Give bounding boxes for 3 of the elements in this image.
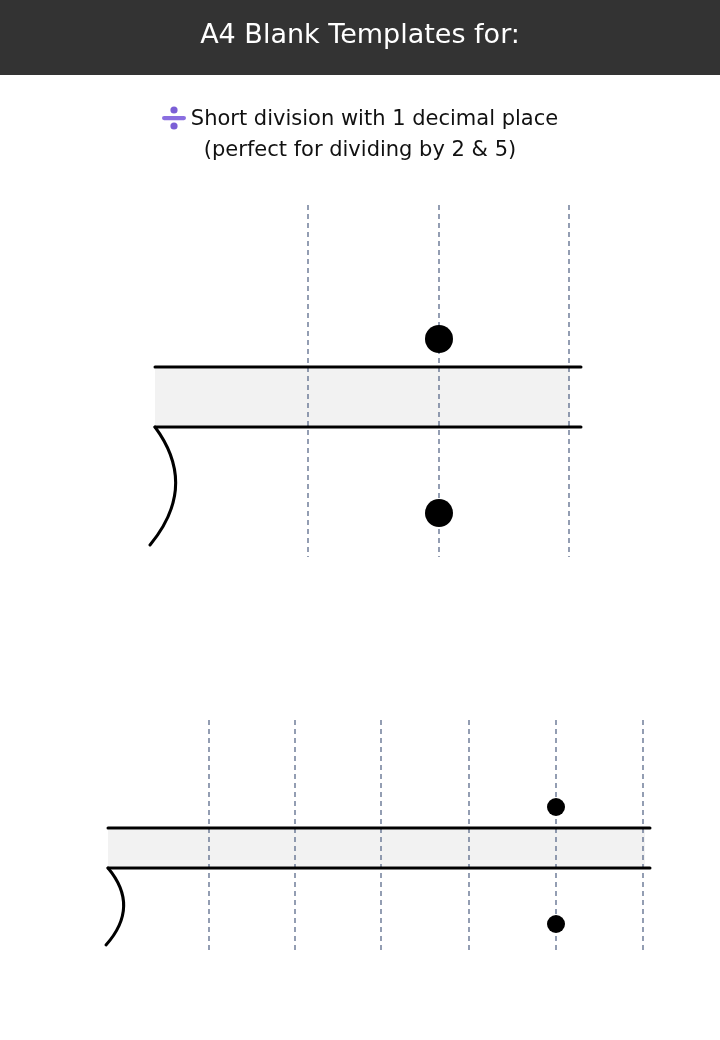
- page-title: A4 Blank Templates for:: [200, 18, 520, 49]
- template-heading: Short division with 1 decimal place: [190, 106, 559, 130]
- template-note: (perfect for dividing by 2 & 5): [203, 137, 517, 161]
